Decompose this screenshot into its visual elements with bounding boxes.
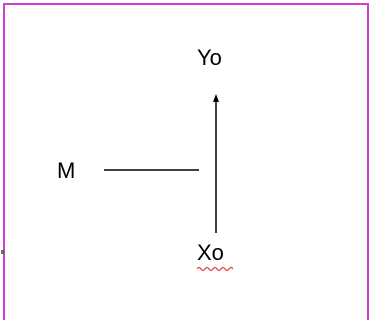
label-yo: Yo <box>197 45 222 70</box>
label-m: M <box>57 158 76 183</box>
frame-edge-marker <box>1 250 5 254</box>
diagram-frame <box>3 3 369 320</box>
label-xo: Xo <box>197 240 224 265</box>
arrow-head <box>213 94 219 102</box>
spellcheck-underline <box>197 266 233 272</box>
